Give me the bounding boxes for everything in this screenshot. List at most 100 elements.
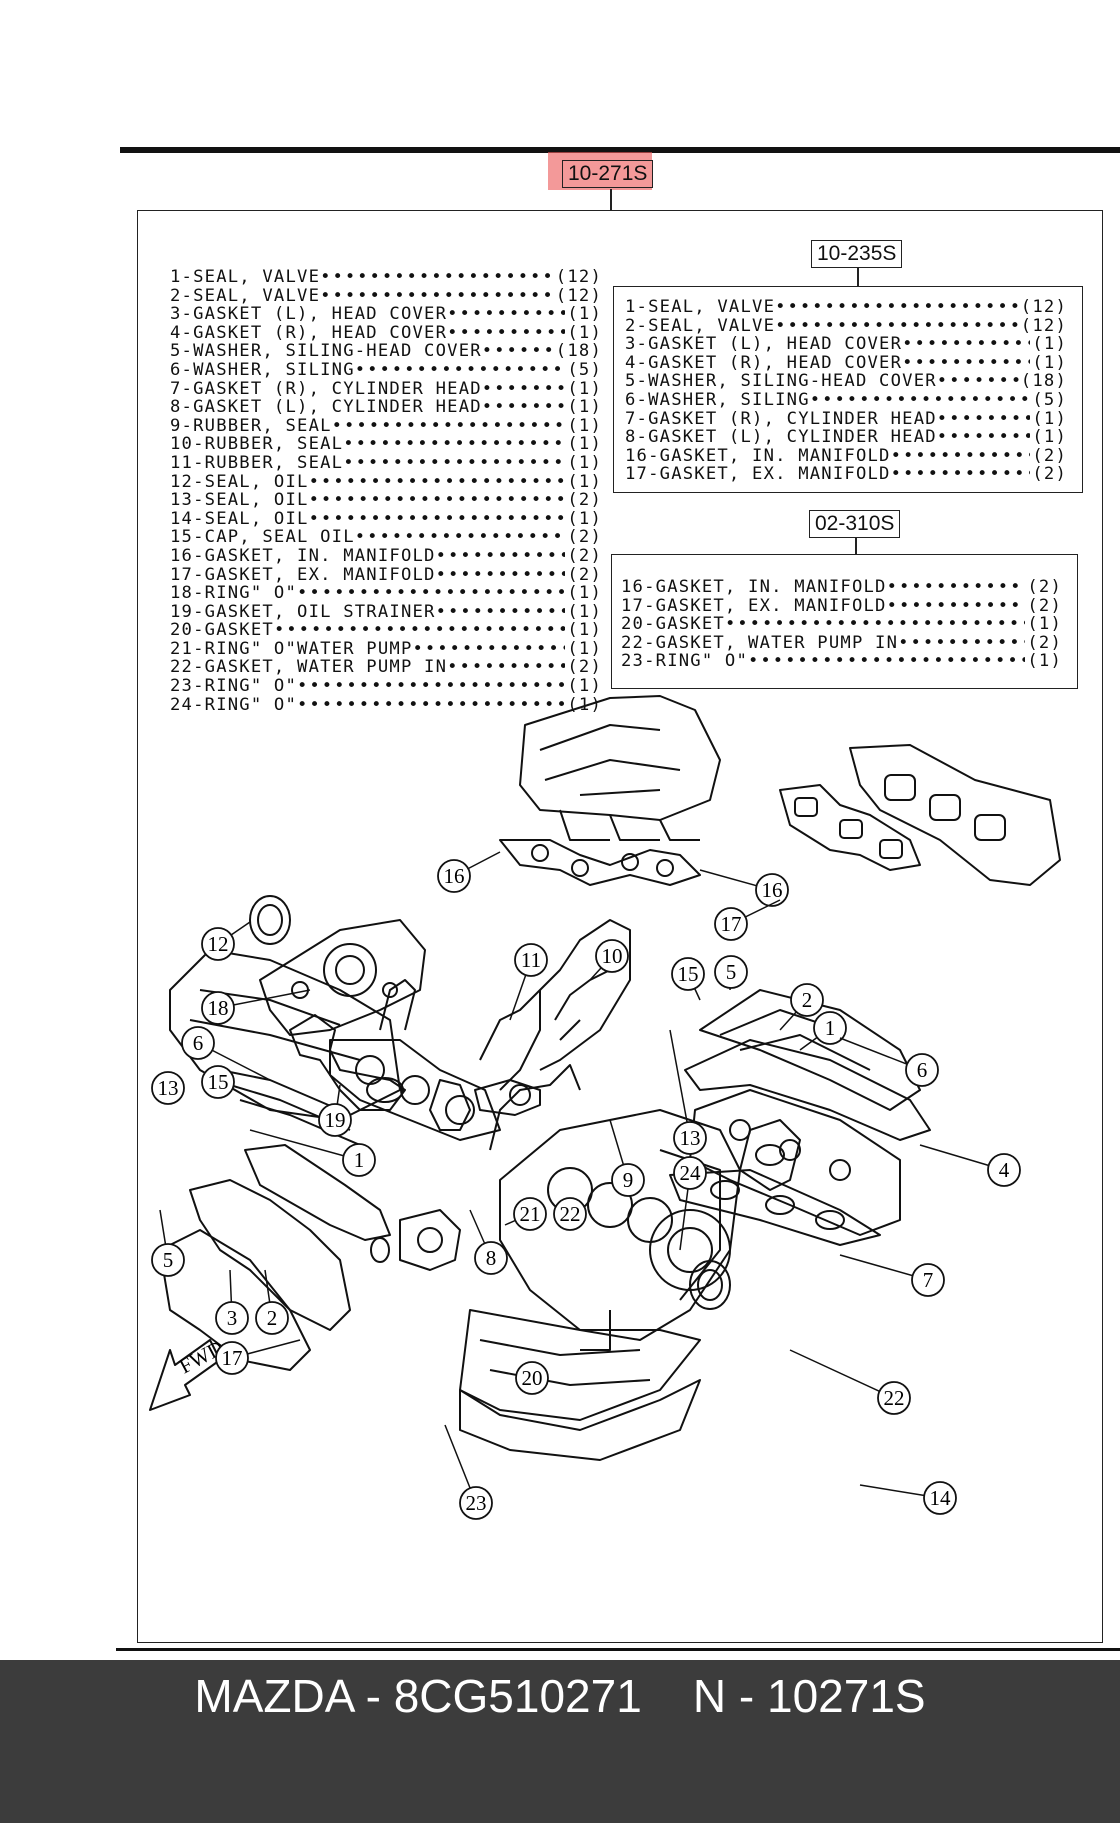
part-name: 7-GASKET (R), CYLINDER HEAD xyxy=(625,408,937,429)
callout-circle xyxy=(671,957,705,991)
callout-1: 1 xyxy=(249,1129,376,1177)
callout-22: 22 xyxy=(553,1197,587,1231)
kit-235-box xyxy=(613,286,1083,493)
part-name: 5-WASHER, SILING-HEAD COVER xyxy=(170,341,482,362)
part-name: 8-GASKET (L), CYLINDER HEAD xyxy=(625,427,937,448)
leader-dots: ••••••••••••••••••••••••••••••••••••••••… xyxy=(308,472,566,492)
part-row: 12-SEAL, OIL••••••••••••••••••••••••••••… xyxy=(170,471,602,492)
callout-15: 15 xyxy=(201,1065,235,1099)
callout-number: 22 xyxy=(560,1202,581,1226)
leader-dots: ••••••••••••••••••••••••••••••••••••••••… xyxy=(809,390,1031,410)
part-qty: (1) xyxy=(567,638,602,659)
leader-dots: ••••••••••••••••••••••••••••••••••••••••… xyxy=(343,435,566,454)
kit-310-box xyxy=(611,554,1078,689)
part-name: 1-SEAL, VALVE xyxy=(625,297,776,317)
part-qty: (2) xyxy=(1032,445,1067,466)
part-name: 23-RING" O" xyxy=(170,676,298,697)
part-qty: (1) xyxy=(567,434,602,455)
part-qty: (2) xyxy=(1027,632,1062,653)
leader-dots: ••••••••••••••••••••••••••••••••••••••••… xyxy=(273,621,565,640)
part-name: 20-GASKET xyxy=(170,620,274,641)
leader-dots: ••••••••••••••••••••••••••••••••••••••••… xyxy=(886,596,1026,616)
part-name: 17-GASKET, EX. MANIFOLD xyxy=(170,564,436,585)
part-qty: (1) xyxy=(567,322,602,343)
part-row: 10-RUBBER, SEAL•••••••••••••••••••••••••… xyxy=(170,435,602,454)
leader-dots: ••••••••••••••••••••••••••••••••••••••••… xyxy=(297,695,566,715)
callout-circle xyxy=(514,943,548,977)
part-name: 15-CAP, SEAL OIL xyxy=(170,527,355,548)
callout-number: 21 xyxy=(520,1202,541,1226)
callout-number: 11 xyxy=(521,948,541,972)
part-qty: (2) xyxy=(567,527,602,548)
part-name: 17-GASKET, EX. MANIFOLD xyxy=(621,595,887,616)
callout-22: 22 xyxy=(789,1349,911,1415)
part-row: 4-GASKET (R), HEAD COVER••••••••••••••••… xyxy=(625,354,1067,373)
part-qty: (1) xyxy=(1032,408,1067,429)
part-qty: (12) xyxy=(1020,297,1067,317)
leader-dots: ••••••••••••••••••••••••••••••••••••••••… xyxy=(481,398,566,417)
kit-310-parts-list: 16-GASKET, IN. MANIFOLD•••••••••••••••••… xyxy=(621,578,1062,671)
kit-tag-310-leader xyxy=(855,537,857,554)
part-name: 10-RUBBER, SEAL xyxy=(170,434,344,455)
callout-16: 16 xyxy=(437,851,501,893)
part-qty: (12) xyxy=(555,267,602,287)
callout-circle xyxy=(714,955,748,989)
leader-dots: ••••••••••••••••••••••••••••••••••••••••… xyxy=(724,615,1025,634)
callout-6: 6 xyxy=(839,1037,939,1087)
callout-17: 17 xyxy=(714,899,781,941)
callout-circle xyxy=(515,1361,549,1395)
part-row: 11-RUBBER, SEAL•••••••••••••••••••••••••… xyxy=(170,454,602,473)
callout-circle xyxy=(911,1263,945,1297)
callout-6: 6 xyxy=(181,1026,271,1081)
part-row: 2-SEAL, VALVE•••••••••••••••••••••••••••… xyxy=(625,316,1067,336)
callout-number: 5 xyxy=(163,1248,174,1272)
callout-number: 2 xyxy=(802,988,813,1012)
part-qty: (18) xyxy=(1020,371,1067,392)
part-row: 13-SEAL, OIL••••••••••••••••••••••••••••… xyxy=(170,491,602,510)
leader-dots: ••••••••••••••••••••••••••••••••••••••••… xyxy=(936,409,1031,429)
callout-number: 23 xyxy=(466,1491,487,1515)
callout-circle xyxy=(813,1011,847,1045)
leader-dots: ••••••••••••••••••••••••••••••••••••••••… xyxy=(447,323,565,343)
part-qty: (1) xyxy=(567,471,602,492)
callout-10: 10 xyxy=(589,939,629,981)
part-row: 6-WASHER, SILING••••••••••••••••••••••••… xyxy=(170,361,602,380)
footer-bar xyxy=(0,1660,1120,1823)
callout-number: 15 xyxy=(678,962,699,986)
part-row: 7-GASKET (R), CYLINDER HEAD•••••••••••••… xyxy=(625,408,1067,429)
leader-dots: ••••••••••••••••••••••••••••••••••••••••… xyxy=(320,268,554,287)
callout-circle xyxy=(215,1301,249,1335)
part-qty: (12) xyxy=(555,285,602,306)
part-qty: (1) xyxy=(567,378,602,399)
leader-dots: ••••••••••••••••••••••••••••••••••••••••… xyxy=(297,677,566,696)
part-qty: (2) xyxy=(567,564,602,585)
callout-circle xyxy=(318,1103,352,1137)
main-kit-parts-list: 1-SEAL, VALVE•••••••••••••••••••••••••••… xyxy=(170,268,602,714)
callout-number: 13 xyxy=(680,1126,701,1150)
leader-dots: ••••••••••••••••••••••••••••••••••••••••… xyxy=(775,298,1019,317)
callout-number: 7 xyxy=(923,1268,934,1292)
callout-2: 2 xyxy=(255,1269,289,1335)
callout-number: 15 xyxy=(208,1070,229,1094)
callout-circle xyxy=(181,1026,215,1060)
part-row: 18-RING" O"•••••••••••••••••••••••••••••… xyxy=(170,584,602,603)
callout-11: 11 xyxy=(509,943,548,1021)
part-row: 1-SEAL, VALVE•••••••••••••••••••••••••••… xyxy=(625,298,1067,317)
part-row: 17-GASKET, EX. MANIFOLD•••••••••••••••••… xyxy=(621,595,1062,616)
kit-tag-310: 02-310S xyxy=(809,510,901,538)
leader-dots: ••••••••••••••••••••••••••••••••••••••••… xyxy=(886,578,1026,597)
part-name: 6-WASHER, SILING xyxy=(170,359,355,380)
part-row: 3-GASKET (L), HEAD COVER••••••••••••••••… xyxy=(170,305,602,324)
callout-number: 1 xyxy=(354,1148,365,1172)
part-qty: (1) xyxy=(567,415,602,436)
part-qty: (1) xyxy=(1027,651,1062,672)
part-name: 2-SEAL, VALVE xyxy=(170,285,321,306)
footer-part-number: MAZDA - 8CG510271 N - 10271S xyxy=(194,1670,926,1722)
part-name: 22-GASKET, WATER PUMP IN xyxy=(621,632,899,653)
part-name: 9-RUBBER, SEAL xyxy=(170,415,332,436)
callout-number: 22 xyxy=(884,1386,905,1410)
kit-tag-main: 10-271S xyxy=(562,160,654,188)
part-name: 6-WASHER, SILING xyxy=(625,389,810,410)
part-row: 21-RING" O"WATER PUMP•••••••••••••••••••… xyxy=(170,640,602,659)
kit-tag-highlight xyxy=(548,152,652,190)
